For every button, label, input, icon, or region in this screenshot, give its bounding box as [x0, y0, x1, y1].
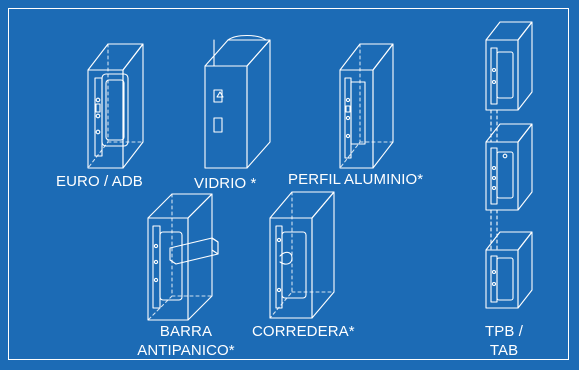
border-frame	[8, 8, 569, 360]
vidrio-lock-illustration	[204, 34, 271, 169]
perfil-aluminio-lock-illustration	[339, 43, 394, 169]
euro-adb-lock-illustration	[87, 43, 144, 169]
vidrio-label: VIDRIO *	[194, 175, 257, 192]
euro-adb-label: EURO / ADB	[56, 173, 143, 190]
corredera-lock-illustration	[269, 191, 335, 319]
barra-antipanico-lock-illustration	[147, 193, 219, 321]
perfil-aluminio-label: PERFIL ALUMINIO*	[288, 171, 424, 188]
tpb-tab-label: TPB / TAB	[474, 322, 534, 360]
tpb-label-line-2: TAB	[489, 342, 519, 359]
corredera-label: CORREDERA*	[252, 323, 355, 340]
barra-label-line-2: ANTIPANICO*	[137, 342, 235, 359]
barra-antipanico-label: BARRA ANTIPANICO*	[126, 322, 246, 360]
tpb-tab-lock-illustration	[485, 21, 533, 309]
barra-label-line-1: BARRA	[159, 323, 213, 340]
tpb-label-line-1: TPB /	[484, 323, 523, 340]
